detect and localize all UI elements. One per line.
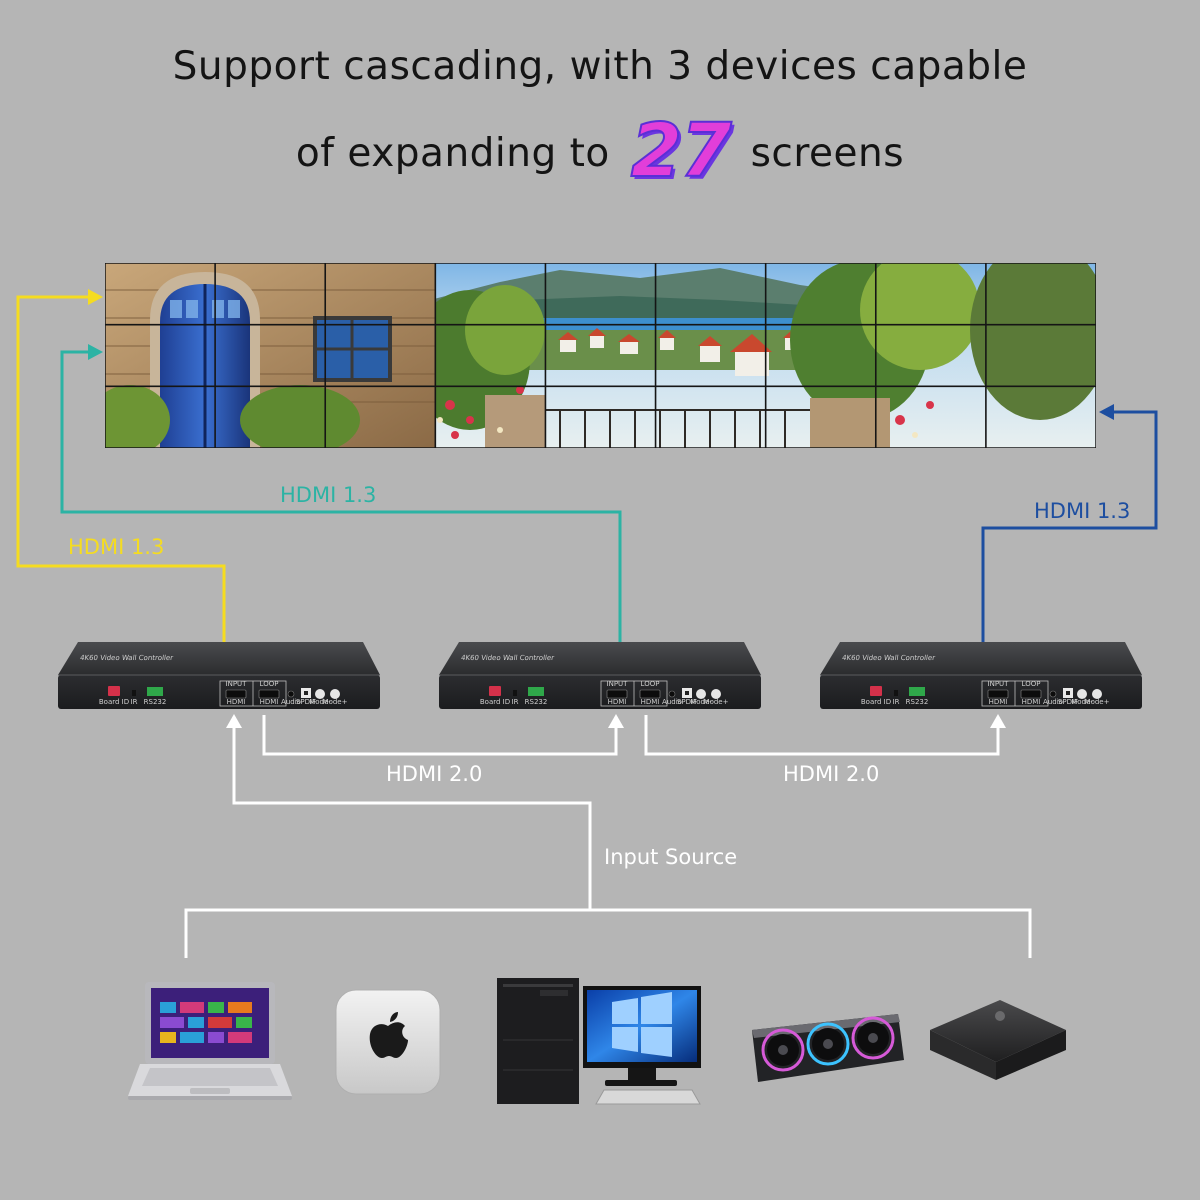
audio-jack[interactable] bbox=[668, 690, 676, 698]
mode-minus-button[interactable] bbox=[696, 689, 706, 699]
hdmi-input-port[interactable] bbox=[987, 689, 1009, 699]
headline-line-2: of expanding to 27 screens bbox=[0, 107, 1200, 195]
hdmi-loop-label: HDMI bbox=[641, 698, 660, 706]
board-id-switch[interactable] bbox=[489, 686, 501, 696]
input-port-label: INPUT bbox=[988, 680, 1010, 688]
mode-minus-button[interactable] bbox=[315, 689, 325, 699]
board-id-label: Board ID bbox=[480, 698, 510, 706]
board-id-label: Board ID bbox=[99, 698, 129, 706]
rs232-terminal[interactable] bbox=[147, 687, 163, 696]
mode-minus-button[interactable] bbox=[1077, 689, 1087, 699]
device-title: 4K60 Video Wall Controller bbox=[460, 653, 554, 662]
graphics-card-icon bbox=[752, 1014, 904, 1082]
mode-plus-label: Mode+ bbox=[704, 698, 729, 706]
headline-prefix: of expanding to bbox=[295, 131, 610, 176]
spdif-label: SPDIF bbox=[1058, 698, 1078, 706]
board-id-label: Board ID bbox=[861, 698, 891, 706]
rs232-label: RS232 bbox=[144, 698, 167, 706]
ir-label: IR bbox=[893, 698, 900, 706]
loop-1-label: HDMI 2.0 bbox=[386, 762, 482, 786]
mode-plus-label: Mode+ bbox=[323, 698, 348, 706]
spdif-label: SPDIF bbox=[677, 698, 697, 706]
left-output-label: HDMI 1.3 bbox=[68, 535, 164, 559]
loop-2-label: HDMI 2.0 bbox=[783, 762, 879, 786]
audio-label: Audio bbox=[281, 698, 301, 706]
board-id-switch[interactable] bbox=[870, 686, 882, 696]
hdmi-input-label: HDMI bbox=[989, 698, 1008, 706]
audio-jack[interactable] bbox=[287, 690, 295, 698]
ir-label: IR bbox=[131, 698, 138, 706]
input-port-label: INPUT bbox=[607, 680, 629, 688]
mode-plus-label: Mode+ bbox=[1085, 698, 1110, 706]
headline-number: 27 bbox=[630, 107, 733, 195]
input-source-line bbox=[184, 714, 1032, 958]
mode-minus-label: Mode- bbox=[1071, 698, 1093, 706]
rs232-label: RS232 bbox=[525, 698, 548, 706]
mode-minus-label: Mode- bbox=[690, 698, 712, 706]
input-port-label: INPUT bbox=[226, 680, 248, 688]
middle-output-label: HDMI 1.3 bbox=[280, 483, 376, 507]
laptop-icon bbox=[128, 982, 292, 1100]
blue-hdmi-output-line bbox=[981, 404, 1158, 642]
input-source-label: Input Source bbox=[604, 845, 737, 869]
ir-port[interactable] bbox=[894, 690, 898, 696]
teal-hdmi-output-line bbox=[60, 344, 622, 642]
headline-suffix: screens bbox=[750, 131, 905, 176]
hdmi-loop-port[interactable] bbox=[639, 689, 661, 699]
yellow-hdmi-output-line bbox=[16, 289, 226, 642]
hdmi-input-label: HDMI bbox=[608, 698, 627, 706]
hdmi-input-port[interactable] bbox=[225, 689, 247, 699]
hdmi-loop-port[interactable] bbox=[258, 689, 280, 699]
audio-jack[interactable] bbox=[1049, 690, 1057, 698]
audio-label: Audio bbox=[1043, 698, 1063, 706]
mode-plus-button[interactable] bbox=[330, 689, 340, 699]
board-id-switch[interactable] bbox=[108, 686, 120, 696]
loop-port-label: LOOP bbox=[641, 680, 660, 688]
right-output-label: HDMI 1.3 bbox=[1034, 499, 1130, 523]
rs232-label: RS232 bbox=[906, 698, 929, 706]
loop-port-label: LOOP bbox=[1022, 680, 1041, 688]
rs232-terminal[interactable] bbox=[909, 687, 925, 696]
ir-port[interactable] bbox=[132, 690, 136, 696]
ir-label: IR bbox=[512, 698, 519, 706]
audio-label: Audio bbox=[662, 698, 682, 706]
hdmi-loop-label: HDMI bbox=[260, 698, 279, 706]
headline-line-1: Support cascading, with 3 devices capabl… bbox=[172, 44, 1028, 89]
video-wall bbox=[105, 263, 1096, 448]
rs232-terminal[interactable] bbox=[528, 687, 544, 696]
device-title: 4K60 Video Wall Controller bbox=[79, 653, 173, 662]
mode-minus-label: Mode- bbox=[309, 698, 331, 706]
spdif-label: SPDIF bbox=[296, 698, 316, 706]
tv-box-icon bbox=[930, 1000, 1066, 1080]
ir-port[interactable] bbox=[513, 690, 517, 696]
mini-pc-icon bbox=[335, 989, 441, 1095]
hdmi-input-label: HDMI bbox=[227, 698, 246, 706]
loop-line-2 bbox=[644, 714, 1006, 756]
hdmi-input-port[interactable] bbox=[606, 689, 628, 699]
device-title: 4K60 Video Wall Controller bbox=[841, 653, 935, 662]
mode-plus-button[interactable] bbox=[1092, 689, 1102, 699]
hdmi-loop-port[interactable] bbox=[1020, 689, 1042, 699]
desktop-pc-icon bbox=[497, 978, 701, 1105]
mode-plus-button[interactable] bbox=[711, 689, 721, 699]
loop-line-1 bbox=[262, 714, 624, 756]
loop-port-label: LOOP bbox=[260, 680, 279, 688]
hdmi-loop-label: HDMI bbox=[1022, 698, 1041, 706]
